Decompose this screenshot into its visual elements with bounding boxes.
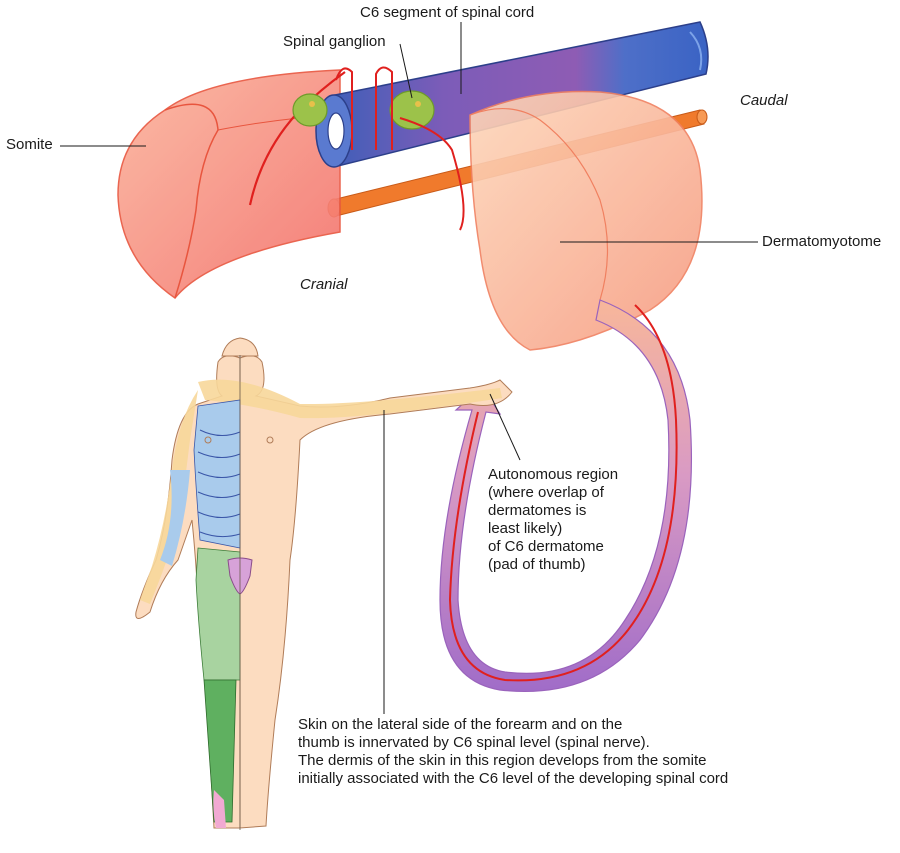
label-spinal-ganglion: Spinal ganglion [283, 33, 386, 50]
spinal-nerves [335, 66, 465, 231]
migration-arrow [439, 299, 693, 693]
label-dermatomyotome: Dermatomyotome [762, 233, 882, 250]
label-caudal: Caudal [740, 92, 788, 109]
leader-lines [60, 22, 758, 714]
label-c6-segment: C6 segment of spinal cord [360, 4, 535, 21]
label-cranial: Cranial [300, 276, 348, 293]
dermatomyotome-shape [469, 90, 703, 351]
label-somite: Somite [6, 136, 53, 153]
spinal-ganglia [292, 90, 435, 130]
label-autonomous-region: Autonomous region (where overlap of derm… [488, 466, 619, 573]
human-figure [135, 337, 513, 830]
label-skin-note: Skin on the lateral side of the forearm … [298, 716, 729, 787]
